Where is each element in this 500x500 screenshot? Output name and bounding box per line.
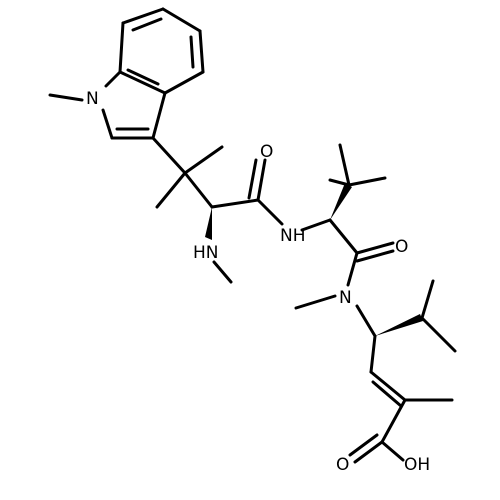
atom-label-amine-hn: HN (193, 243, 219, 263)
atom-label-amide-nh: NH (280, 226, 306, 246)
atom-label-carbonyl-o-1: O (260, 142, 273, 162)
atom-label-amide-n-methyl: N (339, 288, 352, 308)
wedge-bond-2 (330, 183, 352, 220)
wedge-bond-1 (205, 207, 212, 240)
indole-pyrrole-ring (101, 70, 167, 140)
wedge-bond-3 (375, 314, 423, 336)
isopropyl-group (420, 279, 457, 353)
bond-amide-n-methyl (294, 294, 337, 310)
bond-indole-n-methyl (48, 93, 84, 102)
indole-benzene-ring (118, 7, 205, 95)
atom-label-indole-n: N (86, 89, 99, 109)
gem-dimethyl-carbon (151, 136, 224, 209)
alpha-carbon-2 (300, 218, 395, 287)
bond-n-to-chiral-carbon (355, 304, 377, 338)
atom-label-acid-o: O (336, 455, 349, 475)
unsaturated-acid-chain (348, 334, 454, 464)
tert-butyl-group (328, 143, 387, 187)
bond-nh-methyl (212, 260, 233, 284)
atom-label-carbonyl-o-2: O (395, 237, 408, 257)
alpha-carbon-1 (210, 158, 284, 226)
atom-label-acid-oh: OH (404, 455, 430, 475)
